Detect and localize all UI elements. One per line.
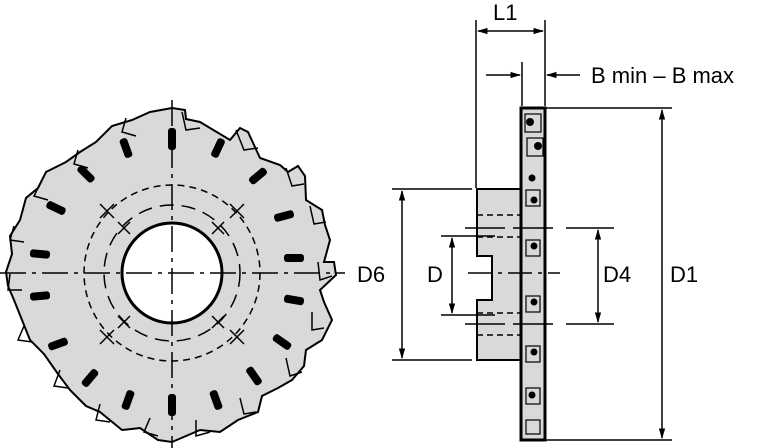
side-inserts: [526, 118, 542, 399]
label-d: D: [427, 262, 443, 287]
cutter-blade-side: [519, 106, 547, 442]
insert-pockets: [7, 111, 333, 437]
label-d1: D1: [670, 262, 698, 287]
mounting-hole-marks: [99, 203, 245, 345]
side-view: L1 B min – B max D D4 D1: [392, 0, 734, 442]
label-d6-front: D6: [357, 262, 385, 287]
side-insert-outlines: [524, 113, 544, 435]
hub-hidden-lines: [477, 214, 521, 336]
extension-lines: [392, 20, 672, 441]
dimension-arrows: [398, 27, 666, 440]
front-view: D6: [0, 100, 385, 448]
label-b-range: B min – B max: [591, 63, 734, 88]
label-l1: L1: [493, 0, 517, 25]
insert-screws: [29, 128, 305, 416]
label-d4: D4: [603, 262, 631, 287]
